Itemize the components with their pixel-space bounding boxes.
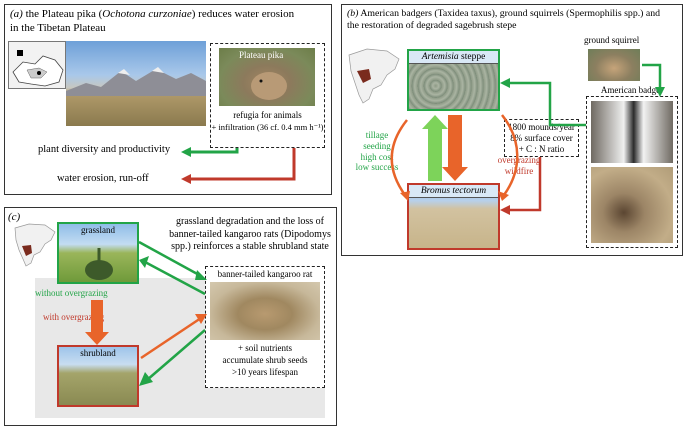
pika-photo-label: Plateau pika — [239, 50, 284, 60]
kangaroo-rat-box: banner-tailed kangaroo rat + soil nutrie… — [205, 266, 325, 388]
kangaroo-rat-photo — [210, 282, 320, 340]
panel-b: (b) American badgers (Taxidea taxus), gr… — [341, 4, 683, 256]
without-overgrazing-label: without overgrazing — [35, 288, 108, 298]
effect-positive: plant diversity and productivity — [38, 144, 171, 155]
badger-photo — [591, 101, 673, 163]
panel-b-title: (b) American badgers (Taxidea taxus), gr… — [347, 8, 661, 32]
panel-a-title: (a) the Plateau pika (Ochotona curzoniae… — [10, 8, 295, 34]
stat-cover: 8% surface cover — [510, 133, 573, 143]
restore-actions: tillage seeding high cost low success — [355, 130, 399, 173]
rat-effect-seeds: accumulate shrub seeds — [222, 355, 308, 365]
shrubland-label: shrubland — [80, 348, 116, 358]
north-america-map-b — [347, 47, 402, 107]
stat-mounds: 1800 mounds/year — [508, 122, 575, 132]
rat-effect-lifespan: >10 years lifespan — [231, 367, 299, 377]
pika-box: Plateau pika refugia for animals + infil… — [210, 43, 325, 148]
pika-caption-1: refugia for animals — [233, 110, 302, 120]
badger-label: American badger — [587, 85, 677, 96]
map-drawing — [12, 50, 64, 87]
kangaroo-rat-label: banner-tailed kangaroo rat — [217, 269, 313, 279]
panel-a-label: (a) — [10, 8, 23, 20]
panel-c-title: grassland degradation and the loss of ba… — [169, 216, 331, 252]
with-overgrazing-label: with overgrazing — [43, 312, 105, 322]
panel-c-label: (c) — [8, 211, 21, 223]
panel-a-arrows — [181, 147, 296, 184]
pika-caption-2: + infiltration (36 cf. 0.4 mm h⁻¹) — [211, 122, 324, 132]
pika-photo: Plateau pika — [219, 48, 315, 106]
shrubland-photo: shrubland — [57, 345, 139, 407]
ground-squirrel-label: ground squirrel — [584, 35, 640, 45]
panel-c: (c) grassland without overgrazing with o… — [4, 207, 337, 426]
bromus-tectorum-photo: Bromus tectorum — [407, 183, 500, 250]
grassland-label: grassland — [81, 225, 115, 235]
effect-negative: water erosion, run-off — [57, 173, 149, 184]
panel-b-arrows — [390, 63, 665, 215]
stat-cn-ratio: + C : N ratio — [518, 144, 565, 154]
badger-box: American badger — [586, 85, 678, 248]
panel-a: (a) the Plateau pika (Ochotona curzoniae… — [4, 4, 332, 195]
bromus-label: Bromus tectorum — [409, 185, 498, 198]
tibetan-plateau-photo — [66, 41, 206, 126]
north-america-map-c — [13, 222, 57, 268]
artemisia-steppe-photo: Artemisia steppe — [407, 49, 500, 111]
panel-c-arrows — [85, 240, 207, 386]
panel-b-label: (b) — [347, 8, 359, 19]
grassland-photo: grassland — [57, 222, 139, 284]
artemisia-label: Artemisia steppe — [409, 51, 498, 64]
ground-squirrel-photo — [588, 49, 640, 81]
degrade-actions: overgrazing wildfire — [497, 155, 541, 176]
tibet-map-inset — [8, 41, 66, 89]
rat-effect-nutrients: + soil nutrients — [237, 343, 293, 353]
badger-mound-photo — [591, 167, 673, 243]
